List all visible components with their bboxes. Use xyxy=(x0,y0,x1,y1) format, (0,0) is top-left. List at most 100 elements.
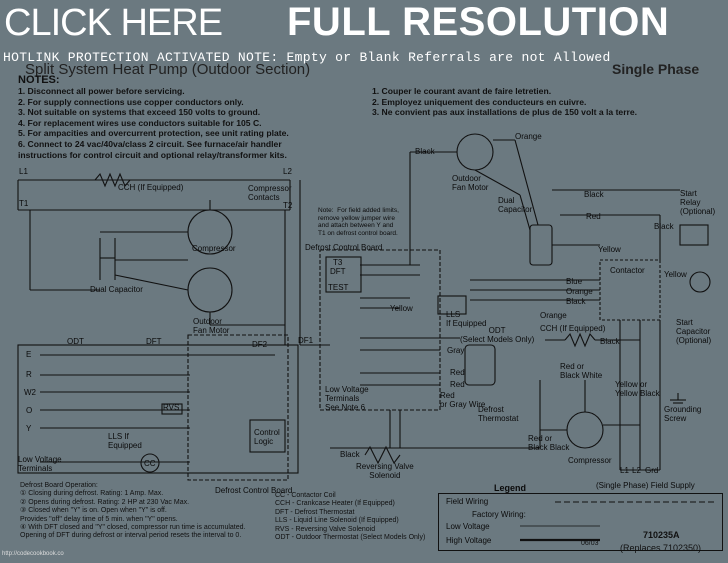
operation-line: Opening of DFT during defrost or interva… xyxy=(20,532,242,540)
legend-box xyxy=(438,493,723,551)
defrost-board-box-left xyxy=(187,334,289,481)
label-rvs: RVS xyxy=(163,403,180,412)
control-logic-box xyxy=(249,419,286,453)
label-odt-r: ODT (Select Models Only) xyxy=(460,326,535,344)
label-red-or-black: Red or Black Black xyxy=(528,434,570,452)
operation-line: Provides "off" delay time of 5 min. when… xyxy=(20,515,178,523)
notes-english: 1. Disconnect all power before servicing… xyxy=(18,86,289,160)
label-contactor: Contactor xyxy=(610,266,645,275)
label-field-note: Note: For field added limits, remove yel… xyxy=(318,207,399,237)
banner-full-resolution[interactable]: FULL RESOLUTION xyxy=(287,0,670,44)
terminal-w2[interactable]: W2 xyxy=(24,388,36,397)
label-lv-terminals: Low Voltage Terminals xyxy=(18,455,62,473)
title-right: Single Phase xyxy=(612,61,699,77)
doc-date: 06/03 xyxy=(581,540,599,547)
label-yellow-center: Yellow xyxy=(390,304,413,313)
legend-title: Legend xyxy=(494,483,527,493)
compressor-right xyxy=(566,411,604,449)
label-dual-capacitor: Dual Capacitor xyxy=(90,285,143,294)
label-red-or-gray: Red or Gray Wire xyxy=(440,391,486,409)
legend-factory-wiring: Factory Wiring: xyxy=(472,510,526,519)
label-lls-r: LLS If Equipped xyxy=(446,310,487,328)
label-orange-r2: Orange xyxy=(540,311,567,320)
label-defrost-thermostat: Defrost Thermostat xyxy=(478,405,519,423)
abbr-line: CC - Contactor Coil xyxy=(275,492,336,499)
terminal-e[interactable]: E xyxy=(26,350,32,359)
operation-line: ③ Closed when "Y" is on. Open when "Y" i… xyxy=(20,507,167,515)
title-left: Split System Heat Pump (Outdoor Section) xyxy=(25,61,311,78)
model-number: 710235A xyxy=(643,530,680,540)
reversing-valve-coil xyxy=(364,445,401,465)
label-yellow-r2: Yellow xyxy=(664,270,687,279)
label-orange-r: Orange xyxy=(566,287,593,296)
label-grounding-screw: Grounding Screw xyxy=(664,405,702,423)
banner[interactable]: CLICK HERE FULL RESOLUTION xyxy=(0,0,728,48)
label-grd: Grd xyxy=(645,466,659,475)
operation-line: ② Opens during defrost. Rating: 2 HP at … xyxy=(20,498,190,506)
label-outdoor-fan: Outdoor Fan Motor xyxy=(193,317,230,335)
label-t2: T2 xyxy=(283,201,293,210)
label-df1: DF1 xyxy=(298,336,314,345)
label-red-r3: Red xyxy=(450,380,465,389)
label-cch: CCH (If Equipped) xyxy=(118,183,184,192)
label-dual-cap-r: Dual Capacitor xyxy=(498,196,533,214)
label-yellow-r1: Yellow xyxy=(598,245,621,254)
label-black-r3: Black xyxy=(566,297,586,306)
label-black-r2: Black xyxy=(654,222,674,231)
label-compressor-r: Compressor xyxy=(568,456,612,465)
label-defrost-board-bottom: Defrost Control Board xyxy=(215,486,293,495)
note-line-fr: 3. Ne convient pas aux installations de … xyxy=(372,107,638,118)
label-compressor: Compressor xyxy=(192,244,236,253)
label-red-r1: Red xyxy=(586,212,601,221)
terminal-r[interactable]: R xyxy=(26,370,32,379)
label-l1-r: L1 xyxy=(620,466,629,475)
label-t1: T1 xyxy=(19,199,29,208)
lls-coil xyxy=(437,295,467,315)
note-line: 5. For ampacities and overcurrent protec… xyxy=(18,128,289,139)
label-black-top: Black xyxy=(415,147,435,156)
operation-title: Defrost Board Operation: xyxy=(20,482,98,489)
start-capacitor xyxy=(689,271,711,293)
abbr-line: DFT - Defrost Thermostat xyxy=(275,508,355,516)
label-l1: L1 xyxy=(19,167,28,176)
dual-capacitor-right xyxy=(529,224,553,266)
label-odt: ODT xyxy=(67,337,84,346)
label-df2: DF2 xyxy=(252,340,268,349)
legend-low-voltage: Low Voltage xyxy=(446,522,490,531)
label-compressor-contacts: Compressor Contacts xyxy=(248,184,292,202)
diagram-title-ghost: Split System Heat Pump (Outdoor Section) xyxy=(25,61,310,78)
note-line: 6. Connect to 24 vac/40va/class 2 circui… xyxy=(18,138,282,149)
label-cch-r: CCH (If Equipped) xyxy=(540,324,606,333)
cch-right xyxy=(564,332,596,348)
operation-line: ④ With DFT closed and "Y" closed, compre… xyxy=(20,524,246,532)
label-yellow-or-black: Yellow or Yellow Black xyxy=(615,380,660,398)
legend-field-wiring: Field Wiring xyxy=(446,497,489,506)
replaces-note: (Replaces 7102350) xyxy=(620,543,702,553)
label-blue: Blue xyxy=(566,277,583,286)
fan-motor-symbol xyxy=(187,267,233,313)
label-t3: T3 xyxy=(333,258,343,267)
terminal-y[interactable]: Y xyxy=(26,424,32,433)
label-control-logic: Control Logic xyxy=(254,428,280,446)
label-gray: Gray xyxy=(447,346,465,355)
label-black-r1: Black xyxy=(584,190,604,199)
defrost-operation: Defrost Board Operation: ① Closing durin… xyxy=(20,482,245,541)
label-cc: CC xyxy=(144,459,156,468)
terminal-o[interactable]: O xyxy=(26,406,33,415)
label-dft: DFT xyxy=(146,337,162,346)
label-lls: LLS If Equipped xyxy=(108,432,142,450)
hotlink-notice: HOTLINK PROTECTION ACTIVATED NOTE: Empty… xyxy=(3,50,611,65)
label-lv-terms-right: Low Voltage Terminals See Note 6 xyxy=(325,385,369,412)
low-voltage-panel xyxy=(17,344,299,474)
label-defrost-board: Defrost Control Board xyxy=(305,243,383,252)
start-relay-box xyxy=(679,224,709,246)
abbr-line: RVS - Reversing Valve Solenoid xyxy=(275,525,376,533)
banner-click-here[interactable]: CLICK HERE xyxy=(4,2,223,44)
note-line-fr: 1. Couper le courant avant de faire letr… xyxy=(372,86,552,96)
note-line: 1. Disconnect all power before servicing… xyxy=(18,86,185,96)
legend-high-voltage: High Voltage xyxy=(446,536,492,545)
label-red-or-black-white: Red or Black White xyxy=(560,362,603,380)
label-red-r2: Red xyxy=(450,368,465,377)
